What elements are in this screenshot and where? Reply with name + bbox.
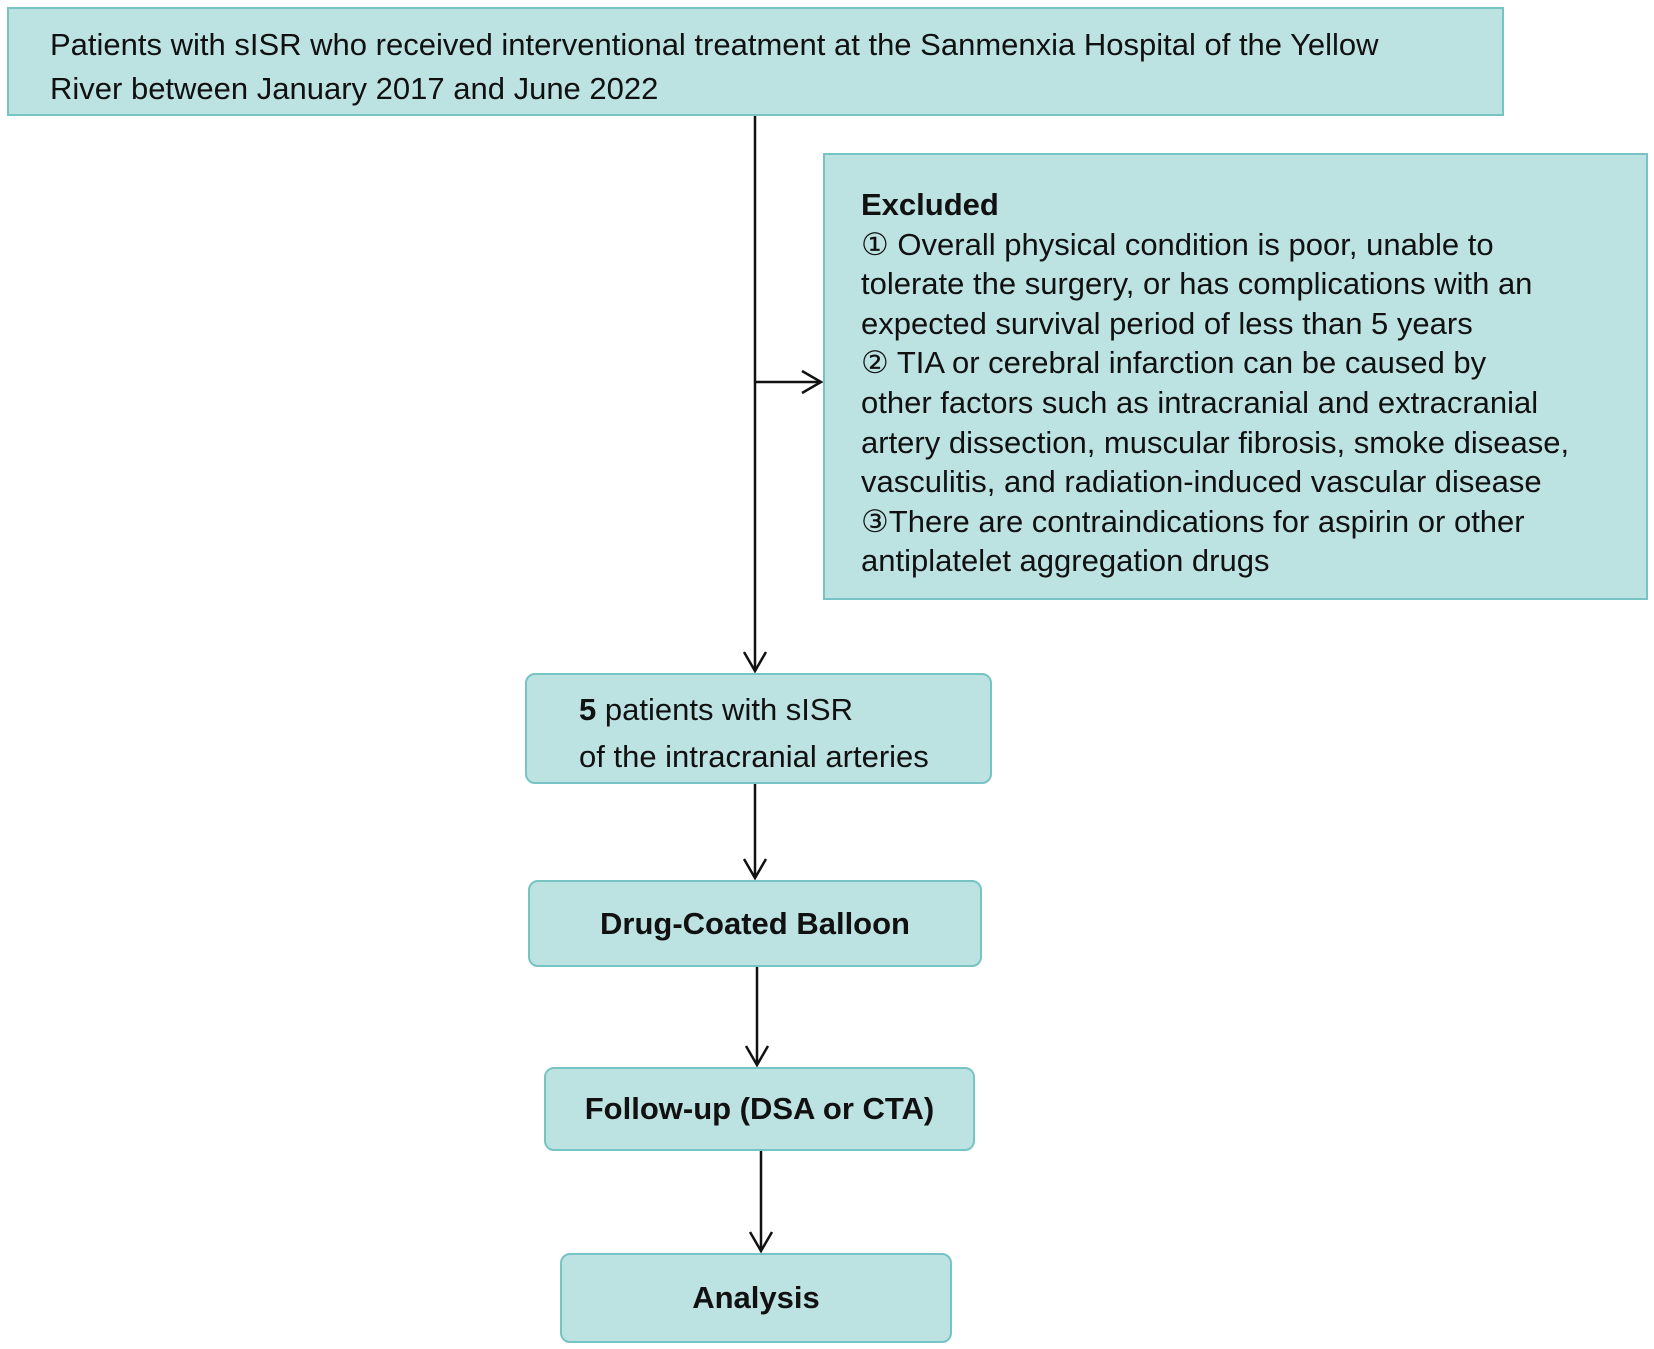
patients-line-1: 5 patients with sISR [579, 686, 990, 733]
analysis-label: Analysis [692, 1280, 820, 1315]
excluded-line: ③There are contraindications for aspirin… [861, 503, 1525, 539]
enrollment-line-1: Patients with sISR who received interven… [50, 27, 1379, 62]
follow-up-label: Follow-up (DSA or CTA) [584, 1091, 935, 1126]
excluded-line: antiplatelet aggregation drugs [861, 543, 1270, 579]
excluded-line: artery dissection, muscular fibrosis, sm… [861, 424, 1570, 460]
arrowhead-analysis [748, 1231, 774, 1254]
patients-line-1-text: patients with sISR [596, 692, 853, 727]
excluded-line: vasculitis, and radiation-induced vascul… [861, 464, 1542, 500]
arrowhead-patients [742, 651, 768, 674]
arrowhead-dcb [742, 858, 768, 881]
follow-up-box: Follow-up (DSA or CTA) [544, 1067, 975, 1151]
excluded-line: other factors such as intracranial and e… [861, 384, 1539, 420]
excluded-line: ② TIA or cerebral infarction can be caus… [861, 345, 1487, 381]
excluded-line: expected survival period of less than 5 … [861, 305, 1473, 341]
enrollment-box: Patients with sISR who received interven… [7, 7, 1504, 116]
drug-coated-balloon-label: Drug-Coated Balloon [600, 905, 910, 941]
patients-box: 5 patients with sISR of the intracranial… [525, 673, 992, 784]
patients-line-2: of the intracranial arteries [579, 739, 929, 774]
arrowhead-excluded [801, 369, 824, 395]
excluded-title: Excluded [861, 187, 999, 222]
drug-coated-balloon-box: Drug-Coated Balloon [528, 880, 982, 967]
patients-count: 5 [579, 692, 597, 727]
excluded-box: Excluded ① Overall physical condition is… [823, 153, 1648, 600]
analysis-box: Analysis [560, 1253, 952, 1343]
excluded-line: tolerate the surgery, or has complicatio… [861, 266, 1533, 302]
enrollment-line-2: River between January 2017 and June 2022 [50, 71, 659, 106]
excluded-line: ① Overall physical condition is poor, un… [861, 226, 1494, 262]
arrowhead-followup [744, 1045, 770, 1068]
